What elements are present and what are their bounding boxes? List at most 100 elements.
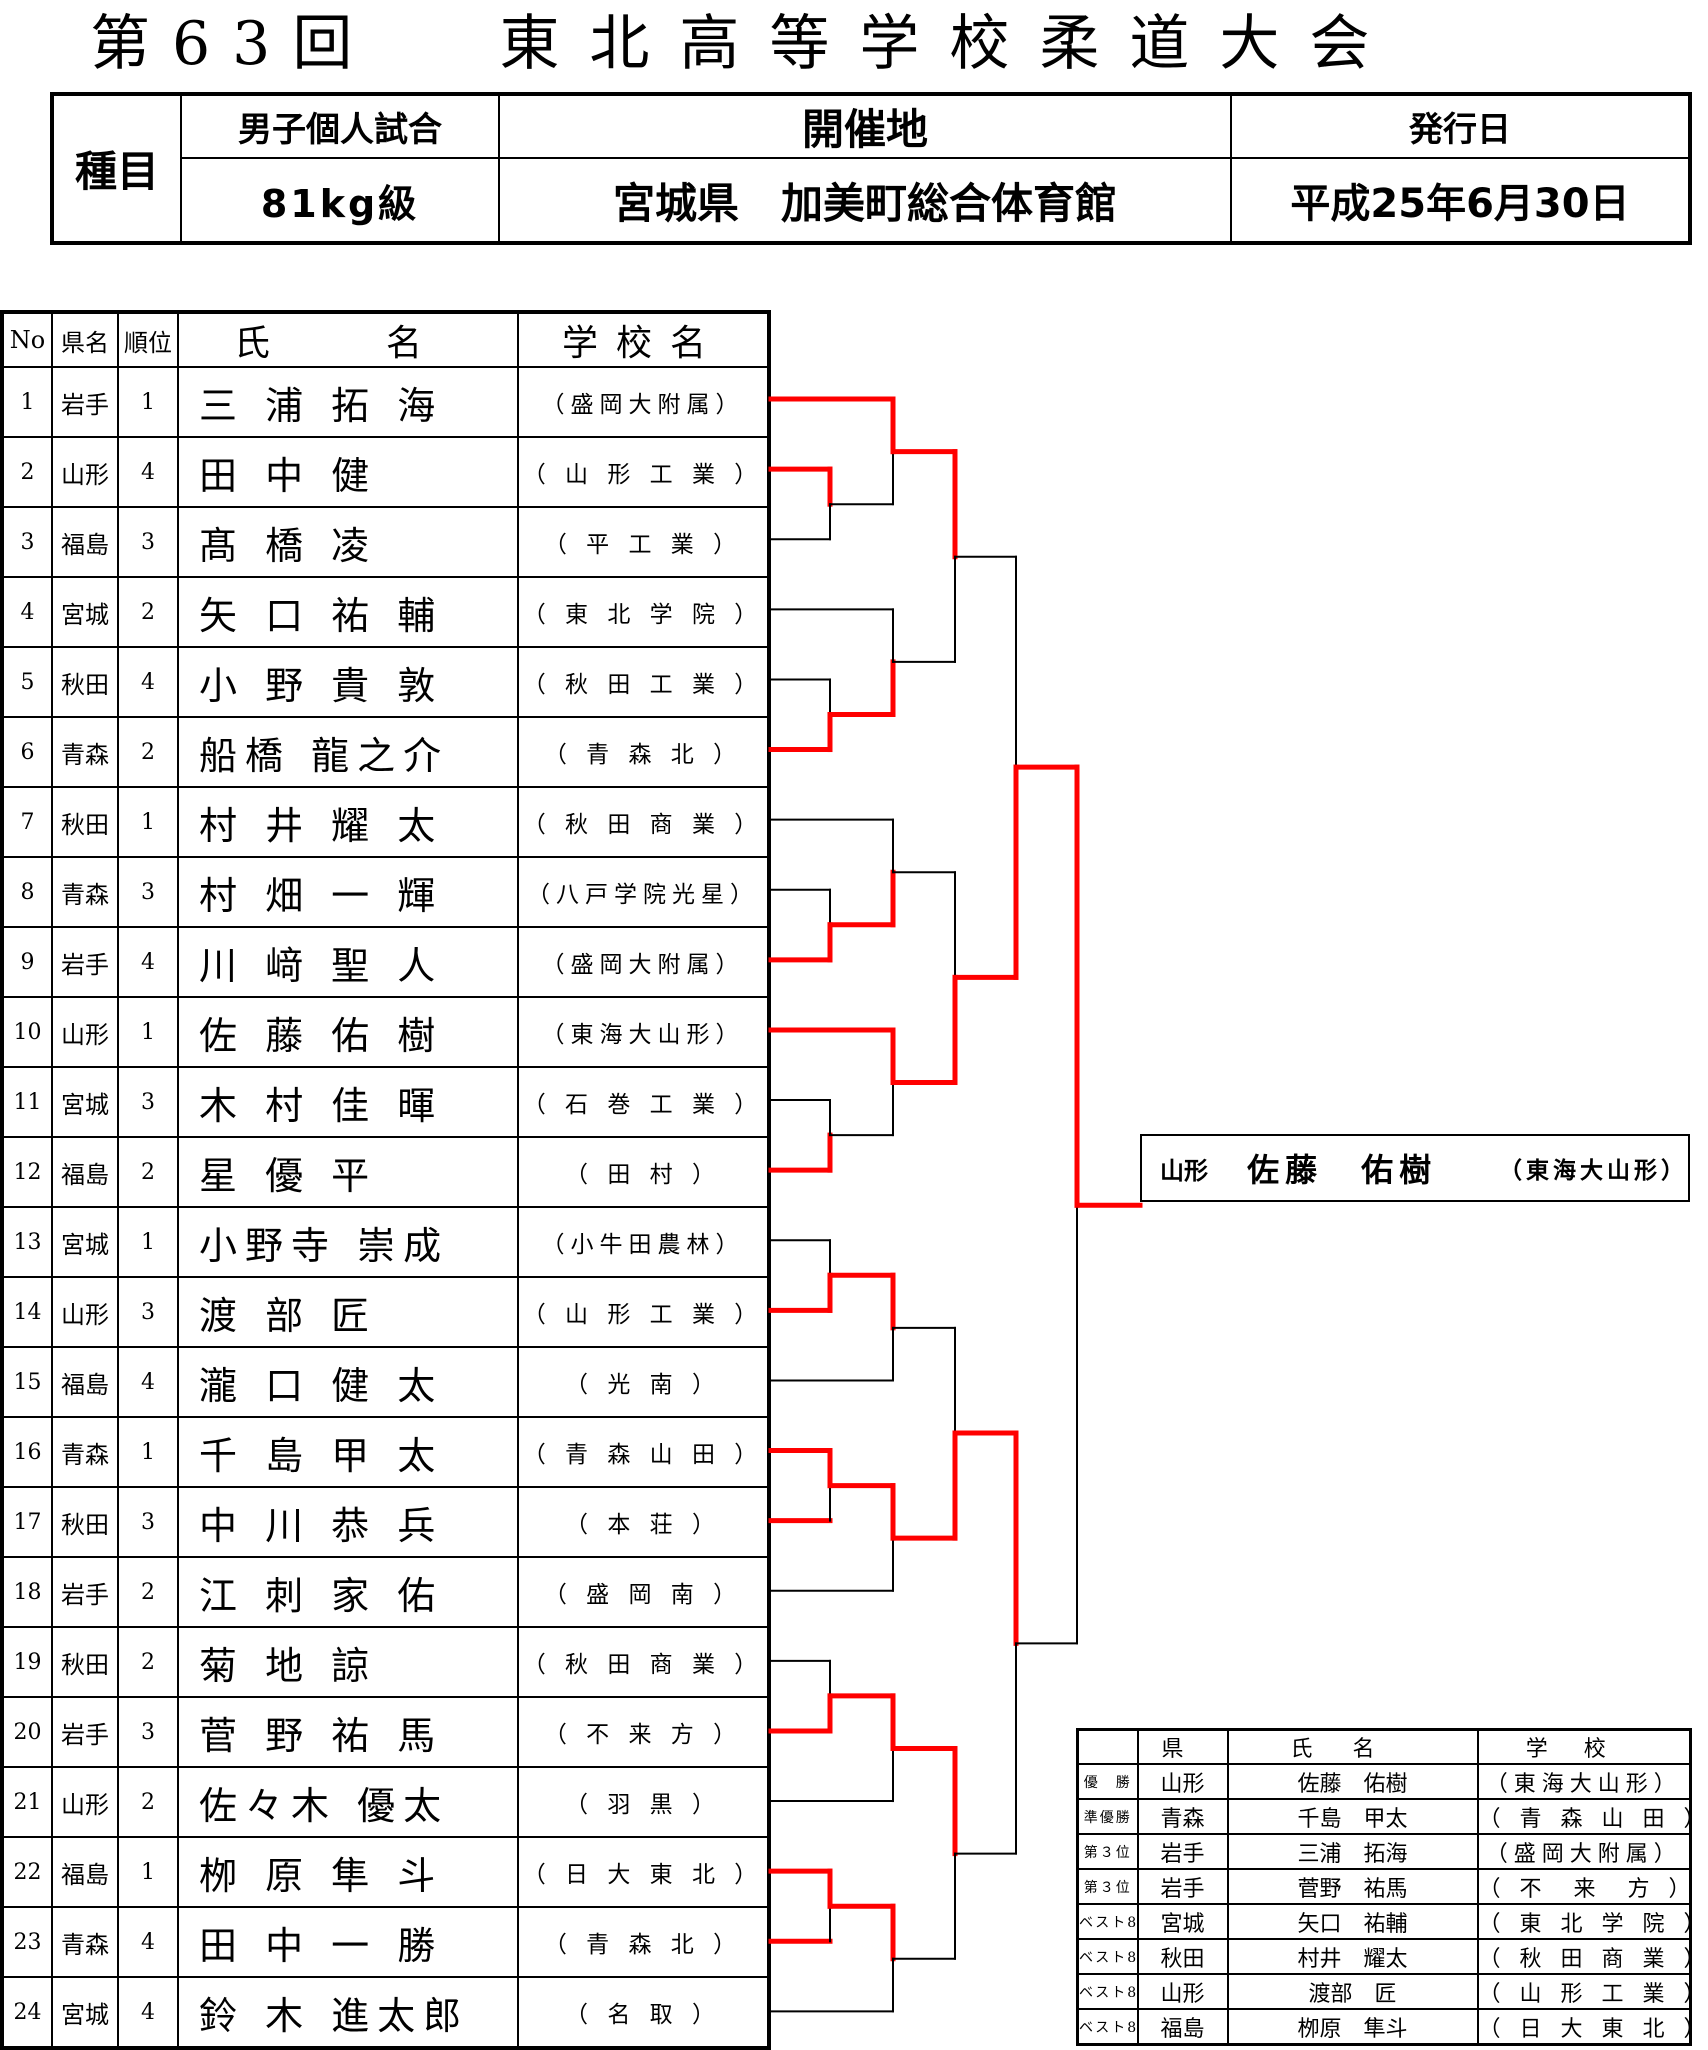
entry-name: 中 川 恭 兵 [177, 1486, 519, 1558]
entry-rank: 4 [117, 1346, 179, 1418]
entry-no: 17 [1, 1486, 53, 1558]
entry-rank: 4 [117, 926, 179, 998]
result-name: 三浦 拓海 [1226, 1833, 1479, 1870]
entry-rank: 2 [117, 1556, 179, 1628]
entry-school: （ 田 村 ） [517, 1136, 770, 1208]
entry-school: （東海大山形） [517, 996, 770, 1068]
entry-pref: 岩手 [51, 1696, 119, 1768]
entry-school: （ 光 南 ） [517, 1346, 770, 1418]
entry-pref: 岩手 [51, 926, 119, 998]
entry-school: （盛岡大附属） [517, 366, 770, 438]
entry-rank: 3 [117, 856, 179, 928]
entry-school: （盛岡大附属） [517, 926, 770, 998]
tournament-title: 第63回 東北高等学校柔道大会 [90, 4, 1490, 84]
result-pref: 福島 [1136, 2008, 1229, 2046]
entry-no: 22 [1, 1836, 53, 1908]
entry-rank: 1 [117, 366, 179, 438]
entry-pref: 山形 [51, 1766, 119, 1838]
result-pref: 宮城 [1136, 1903, 1229, 1940]
entry-name: 小野寺 崇成 [177, 1206, 519, 1278]
entry-name: 船橋 龍之介 [177, 716, 519, 788]
weight-class: 81kg級 [180, 157, 500, 244]
entry-name: 木 村 佳 暉 [177, 1066, 519, 1138]
entry-school: （ 秋 田 商 業 ） [517, 786, 770, 858]
champion-school: （東海大山形） [1499, 1158, 1688, 1184]
event-info-table: 種目 男子個人試合 開催地 発行日 81kg級 宮城県 加美町総合体育館 平成2… [50, 92, 1692, 245]
entry-pref: 山形 [51, 436, 119, 508]
result-pref: 青森 [1136, 1798, 1229, 1835]
entry-pref: 宮城 [51, 1206, 119, 1278]
entry-rank: 2 [117, 576, 179, 648]
entry-school: （ 山 形 工 業 ） [517, 436, 770, 508]
entry-pref: 福島 [51, 1136, 119, 1208]
result-school: （東海大山形） [1476, 1763, 1692, 1800]
entry-name: 村 畑 一 輝 [177, 856, 519, 928]
result-pref: 岩手 [1136, 1868, 1229, 1905]
entry-pref: 福島 [51, 1836, 119, 1908]
entry-school: （ 青 森 北 ） [517, 716, 770, 788]
entry-rank: 3 [117, 1276, 179, 1348]
result-row: 第３位岩手三浦 拓海（盛岡大附属） [1076, 1833, 1692, 1870]
results-table: 県 氏名 学校 優 勝山形佐藤 佑樹（東海大山形）準優勝青森千島 甲太（ 青 森… [1076, 1728, 1692, 2046]
issue-date: 平成25年6月30日 [1230, 157, 1691, 244]
entry-pref: 山形 [51, 996, 119, 1068]
result-school: （盛岡大附属） [1476, 1833, 1692, 1870]
result-label: ベスト8 [1076, 2008, 1139, 2046]
entry-name: 鈴 木 進太郎 [177, 1976, 519, 2049]
category-label: 種目 [51, 93, 182, 244]
result-label: 優 勝 [1076, 1763, 1139, 1800]
col-header-school: 学校名 [517, 311, 770, 368]
entry-no: 10 [1, 996, 53, 1068]
entry-pref: 宮城 [51, 1976, 119, 2049]
entry-name: 菊 地 諒 [177, 1626, 519, 1698]
result-label: ベスト8 [1076, 1973, 1139, 2010]
entry-school: （ 秋 田 商 業 ） [517, 1626, 770, 1698]
entry-name: 江 刺 家 佑 [177, 1556, 519, 1628]
entry-name: 菅 野 祐 馬 [177, 1696, 519, 1768]
entry-pref: 岩手 [51, 1556, 119, 1628]
entry-pref: 福島 [51, 1346, 119, 1418]
result-school: （ 山 形 工 業 ） [1476, 1973, 1692, 2010]
result-label: 第３位 [1076, 1833, 1139, 1870]
entry-no: 19 [1, 1626, 53, 1698]
entry-no: 11 [1, 1066, 53, 1138]
entry-name: 髙 橋 凌 [177, 506, 519, 578]
entry-rank: 3 [117, 1066, 179, 1138]
entry-rank: 1 [117, 1836, 179, 1908]
entry-school: （ 石 巻 工 業 ） [517, 1066, 770, 1138]
entry-rank: 4 [117, 436, 179, 508]
result-row: 優 勝山形佐藤 佑樹（東海大山形） [1076, 1763, 1692, 1800]
entry-no: 21 [1, 1766, 53, 1838]
result-school: （ 日 大 東 北 ） [1476, 2008, 1692, 2046]
entry-name: 星 優 平 [177, 1136, 519, 1208]
entry-pref: 青森 [51, 1906, 119, 1978]
entry-school: （ 秋 田 工 業 ） [517, 646, 770, 718]
tournament-edition: 第63回 [90, 9, 375, 79]
entry-school: （ 青 森 北 ） [517, 1906, 770, 1978]
entry-name: 佐 藤 佑 樹 [177, 996, 519, 1068]
entry-no: 24 [1, 1976, 53, 2049]
entry-rank: 1 [117, 1416, 179, 1488]
venue: 宮城県 加美町総合体育館 [498, 157, 1232, 244]
result-pref: 岩手 [1136, 1833, 1229, 1870]
entry-pref: 秋田 [51, 1626, 119, 1698]
entry-name: 田 中 一 勝 [177, 1906, 519, 1978]
entry-name: 三 浦 拓 海 [177, 366, 519, 438]
entry-school: （ 東 北 学 院 ） [517, 576, 770, 648]
result-name: 佐藤 佑樹 [1226, 1763, 1479, 1800]
entry-pref: 宮城 [51, 576, 119, 648]
